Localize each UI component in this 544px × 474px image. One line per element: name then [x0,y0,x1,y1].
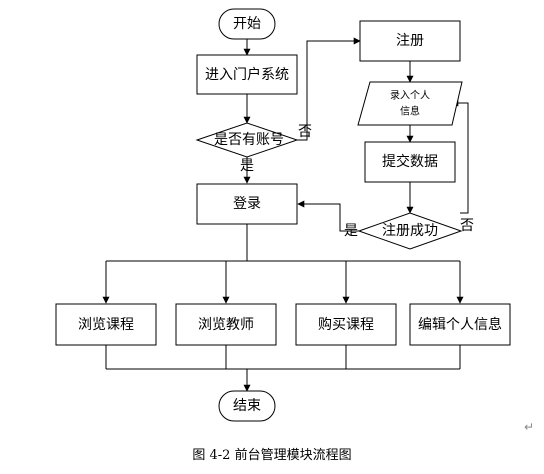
has-account-no-label: 否 [298,124,312,140]
register-node: 注册 [359,20,461,62]
edge-success-to-login [297,200,359,232]
paragraph-mark: ↵ [524,420,535,434]
register-success-label: 注册成功 [382,223,438,239]
submit-data-node: 提交数据 [364,141,456,183]
figure-caption: 图 4-2 前台管理模块流程图 [192,448,352,463]
start-node: 开始 [218,8,276,40]
edges [102,37,469,392]
enter-portal-label: 进入门户系统 [205,66,289,83]
login-node: 登录 [196,183,298,225]
browse-courses-label: 浏览课程 [78,317,134,333]
has-account-decision: 是否有账号 [195,122,299,158]
browse-courses-node: 浏览课程 [55,303,157,346]
end-node: 结束 [218,390,276,422]
input-info-label-line1: 录入个人 [390,90,430,102]
login-label: 登录 [233,196,261,212]
register-success-decision: 注册成功 [357,212,463,250]
edit-info-node: 编辑个人信息 [409,303,511,346]
edge-decision-to-register [297,37,361,141]
end-label: 结束 [233,398,261,414]
browse-teachers-label: 浏览教师 [198,317,254,333]
input-info-label-line2: 信息 [400,105,420,118]
buy-courses-node: 购买课程 [295,303,397,346]
has-account-label: 是否有账号 [214,132,284,148]
input-info-node: 录入个人 信息 [357,81,463,126]
register-label: 注册 [396,33,424,49]
submit-data-label: 提交数据 [382,153,438,170]
buy-courses-label: 购买课程 [318,317,374,333]
edge-labels: 否 是 是 否 [240,124,474,239]
edge-success-to-input [451,99,469,214]
nodes: 开始 进入门户系统 是否有账号 注册 录入个人 信息 提交数据 [55,8,511,422]
edit-info-label: 编辑个人信息 [418,316,502,333]
has-account-yes-label: 是 [240,158,254,174]
start-label: 开始 [233,16,261,32]
register-success-yes-label: 是 [344,223,358,239]
enter-portal-node: 进入门户系统 [196,54,298,95]
register-success-no-label: 否 [460,218,474,234]
browse-teachers-node: 浏览教师 [175,303,277,346]
